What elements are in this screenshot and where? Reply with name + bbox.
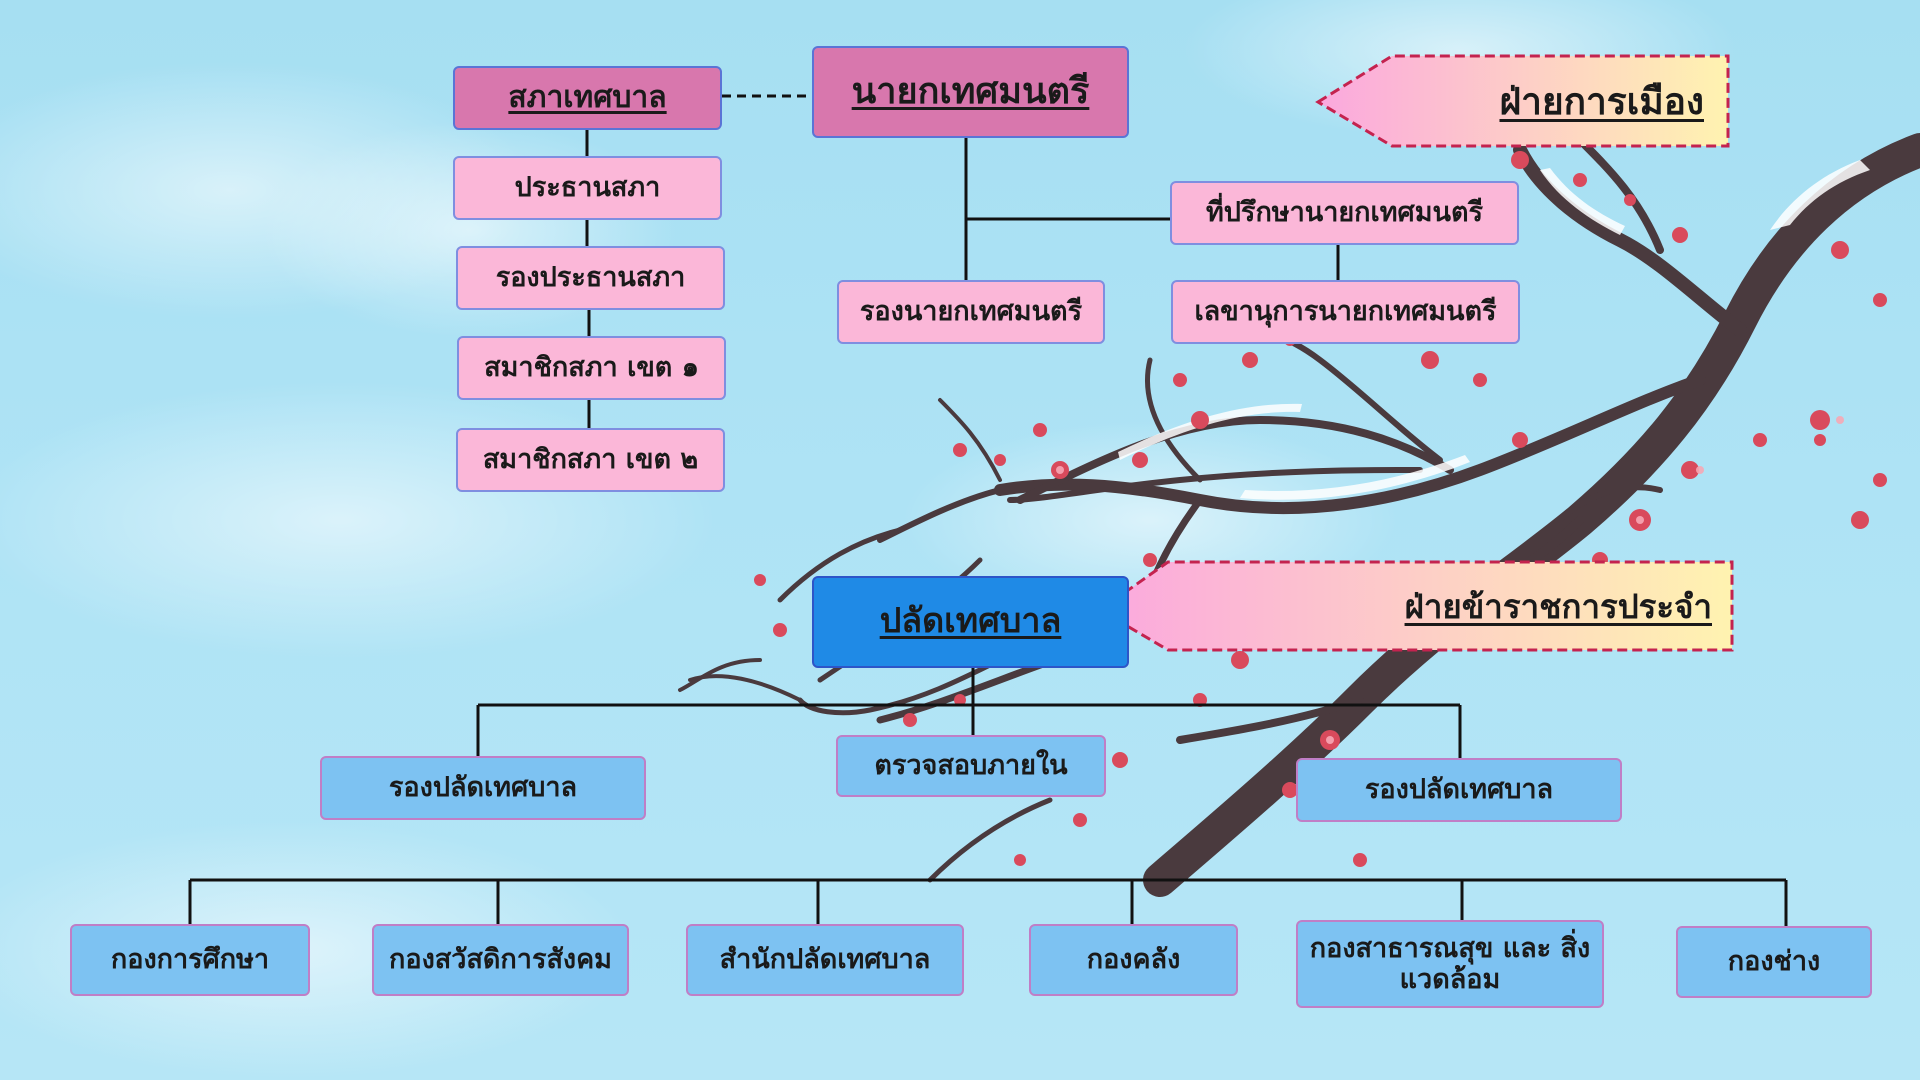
- council-box: สภาเทศบาล: [453, 66, 722, 130]
- division-social-welfare-box: กองสวัสดิการสังคม: [372, 924, 629, 996]
- cloud-icon: [0, 380, 720, 660]
- council-member-1-box: สมาชิกสภา เขต ๑: [457, 336, 726, 400]
- council-chair-box: ประธานสภา: [453, 156, 722, 220]
- permanent-civil-service-banner: ฝ่ายข้าราชการประจำ: [1404, 586, 1712, 626]
- deputy-clerk-left-box: รองปลัดเทศบาล: [320, 756, 646, 820]
- municipal-clerk-box: ปลัดเทศบาล: [812, 576, 1129, 668]
- deputy-mayor-box: รองนายกเทศมนตรี: [837, 280, 1105, 344]
- division-education-box: กองการศึกษา: [70, 924, 310, 996]
- division-finance-box: กองคลัง: [1029, 924, 1238, 996]
- council-member-2-box: สมาชิกสภา เขต ๒: [456, 428, 725, 492]
- internal-audit-box: ตรวจสอบภายใน: [836, 735, 1106, 797]
- political-wing-banner: ฝ่ายการเมือง: [1499, 79, 1704, 123]
- mayor-box: นายกเทศมนตรี: [812, 46, 1129, 138]
- mayor-secretary-box: เลขานุการนายกเทศมนตรี: [1171, 280, 1520, 344]
- division-clerk-office-box: สำนักปลัดเทศบาล: [686, 924, 964, 996]
- council-vice-chair-box: รองประธานสภา: [456, 246, 725, 310]
- division-public-health-box: กองสาธารณสุข และ สิ่งแวดล้อม: [1296, 920, 1604, 1008]
- deputy-clerk-right-box: รองปลัดเทศบาล: [1296, 758, 1622, 822]
- division-engineering-box: กองช่าง: [1676, 926, 1872, 998]
- mayor-advisor-box: ที่ปรึกษานายกเทศมนตรี: [1170, 181, 1519, 245]
